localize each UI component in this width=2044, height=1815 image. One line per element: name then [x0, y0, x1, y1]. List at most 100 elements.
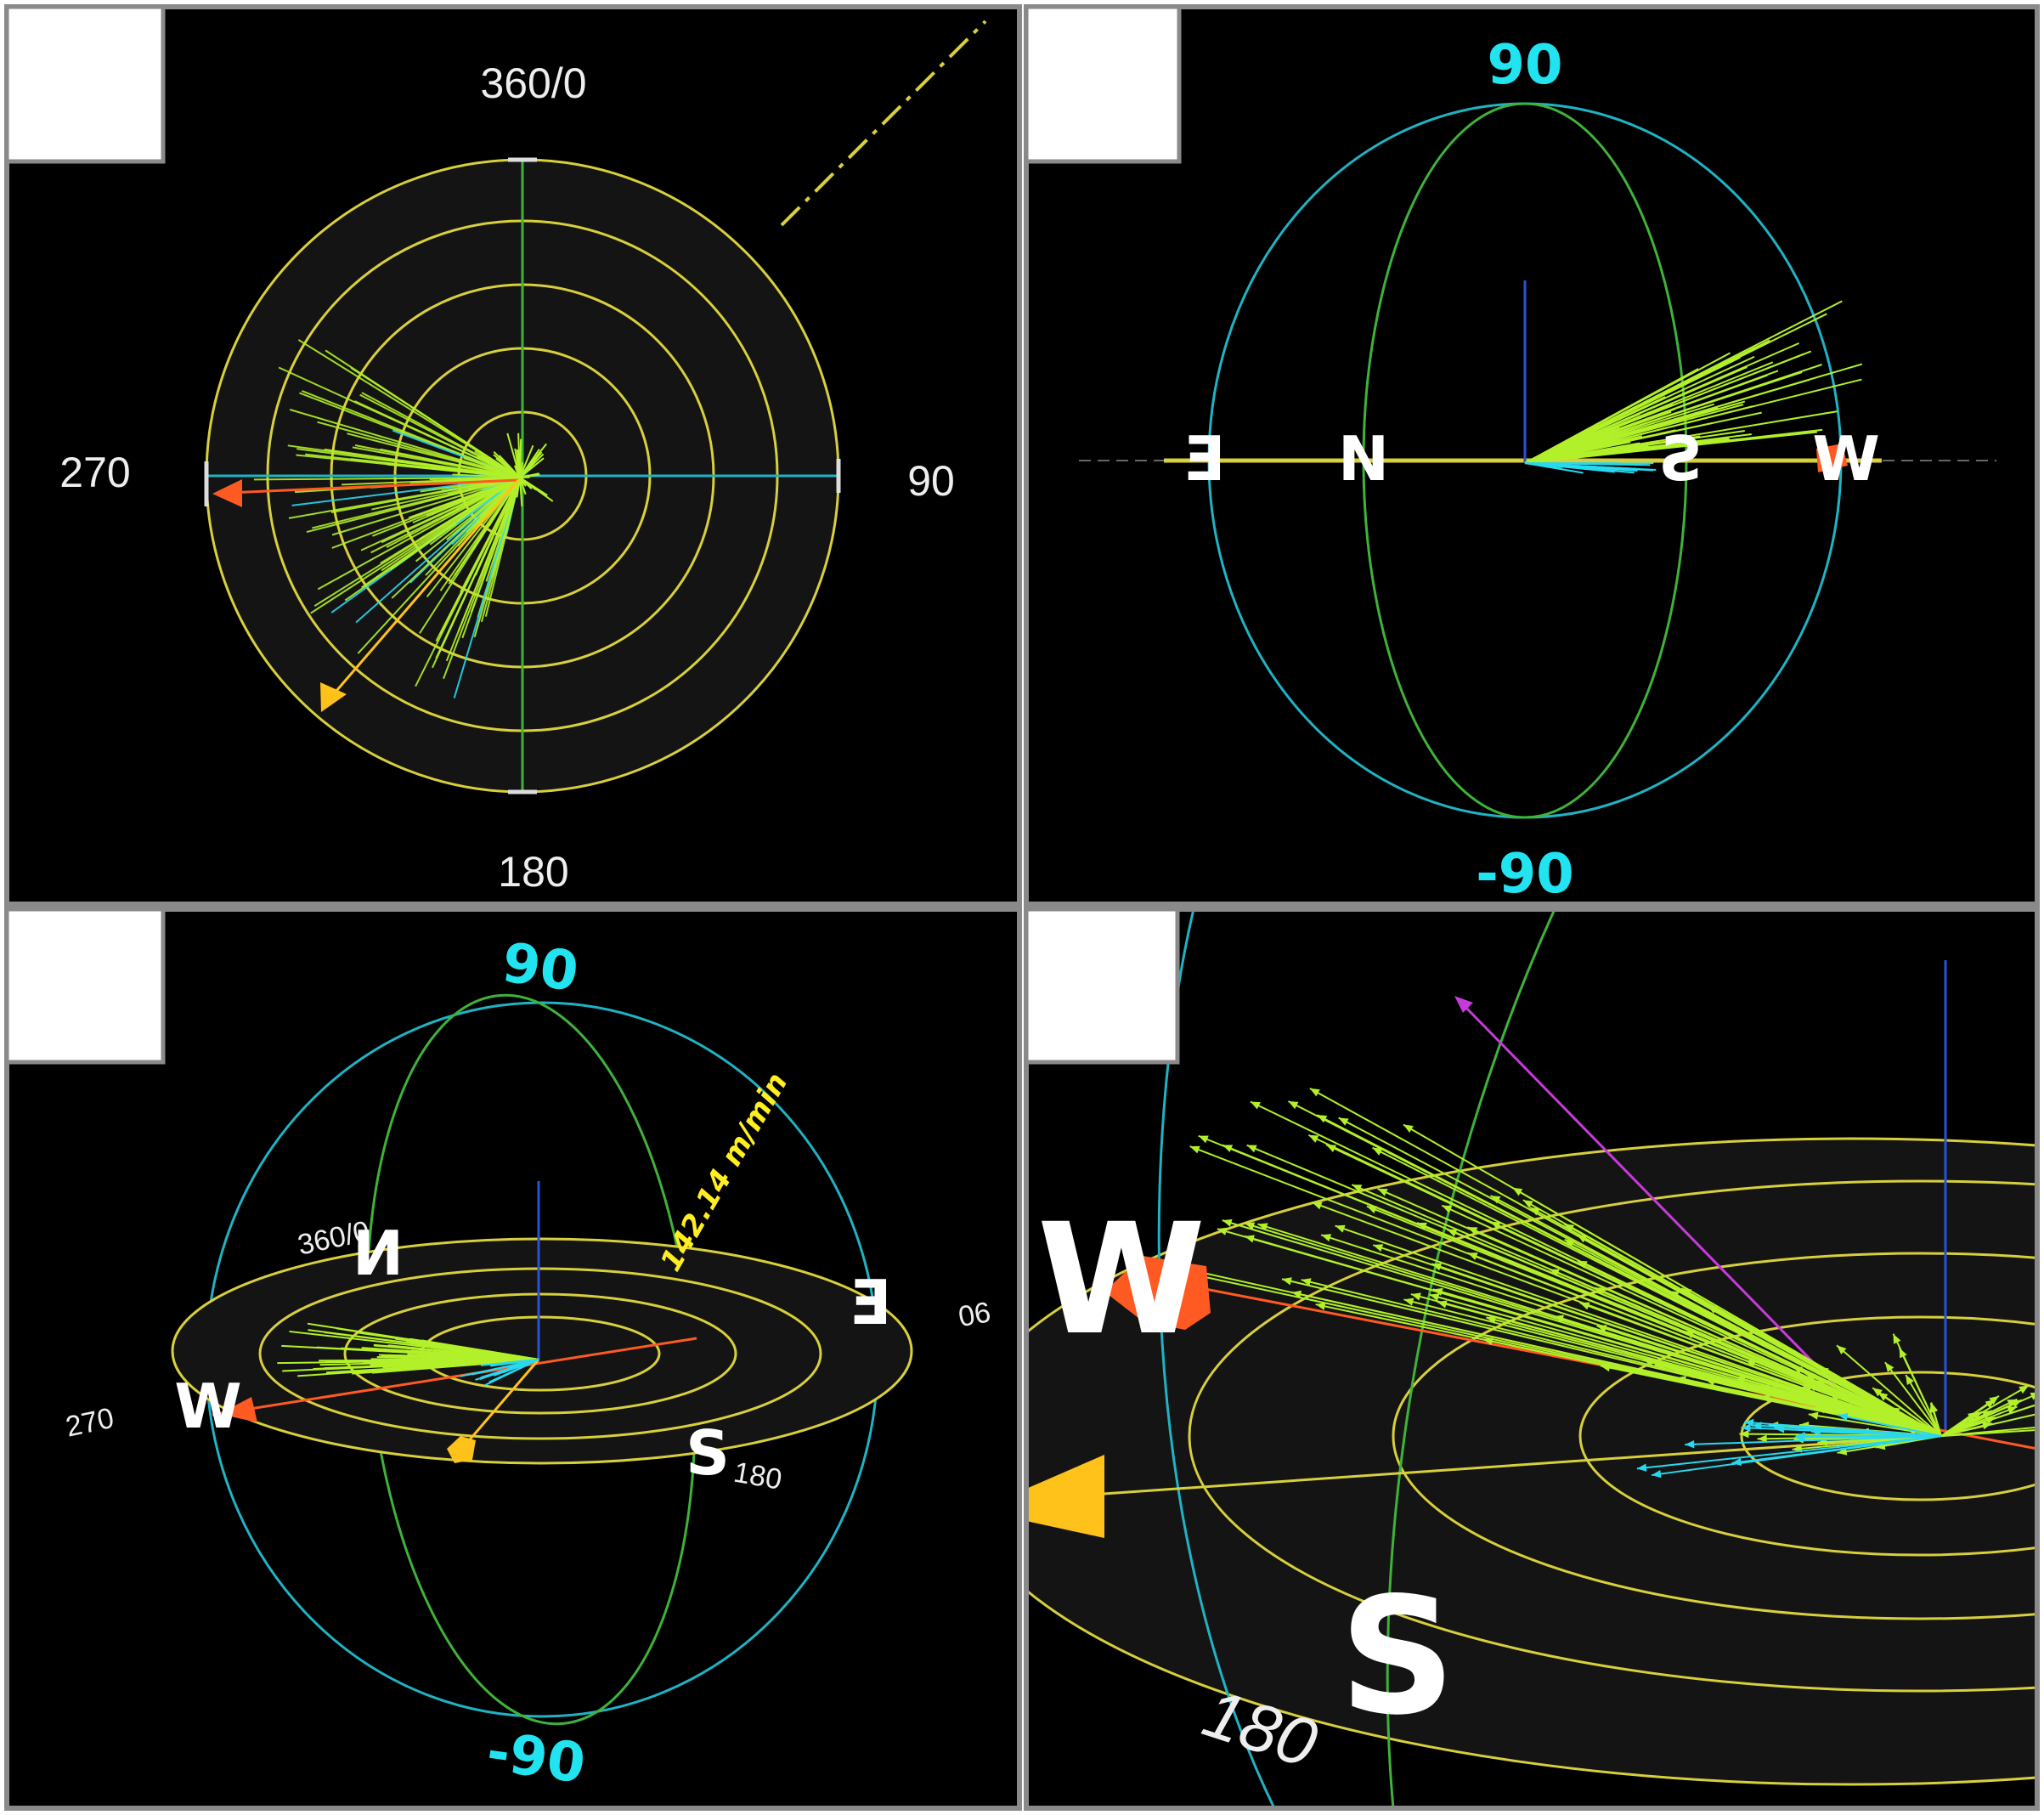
panel-c-letter-box	[4, 907, 166, 1065]
velocity-vector	[490, 1359, 539, 1367]
vector-arrowhead	[1819, 1399, 1830, 1408]
panel-b-sphere-side-view: b 90 -90 E N S W	[1024, 0, 2040, 907]
vector-arrowhead	[1512, 1187, 1523, 1196]
velocity-vector	[1836, 1344, 1942, 1437]
disk-ring	[1578, 1315, 2037, 1557]
vector-arrowhead	[1795, 1432, 1805, 1440]
velocity-vector	[484, 477, 521, 617]
velocity-vector	[519, 477, 537, 491]
velocity-vector	[1524, 462, 1657, 472]
disk-ring	[1392, 1252, 2037, 1620]
vector-arrowhead	[1968, 1411, 1978, 1421]
velocity-vector	[435, 477, 521, 642]
velocity-vector	[1877, 1391, 1942, 1437]
velocity-vector	[1940, 1428, 2037, 1437]
vector-arrowhead	[1705, 1377, 1716, 1386]
label-90-top: 90	[499, 931, 582, 1004]
panel-d-frame	[1024, 907, 2040, 1811]
velocity-vector	[1884, 1361, 1942, 1437]
vector-arrowhead	[1985, 1399, 1996, 1409]
vector-arrowhead	[1245, 1222, 1256, 1230]
vector-arrowhead	[1416, 1222, 1427, 1230]
vector-arrowhead	[1189, 1145, 1200, 1154]
vector-arrowhead	[1217, 1227, 1228, 1235]
velocity-vector	[1741, 1427, 1942, 1437]
vector-arrowhead	[1129, 1254, 1139, 1263]
velocity-vector	[1524, 368, 1699, 464]
velocity-vector	[360, 477, 521, 551]
velocity-vector	[1685, 1435, 1942, 1446]
velocity-vector	[310, 477, 521, 614]
vector-arrowhead	[1899, 1348, 1907, 1359]
panel-b-letter-box	[1024, 4, 1182, 164]
velocity-vectors	[277, 1322, 539, 1387]
label-90-top: 90	[1487, 34, 1562, 97]
velocity-vector	[1940, 1399, 2023, 1437]
velocity-vector	[1524, 364, 1822, 464]
panel-a-polar-plot: a 360/0 270 90 180	[4, 0, 1022, 907]
vector-arrowhead	[1793, 1366, 1804, 1375]
vector-arrowhead	[1372, 1147, 1383, 1156]
velocity-vector	[519, 477, 523, 507]
velocity-vector	[445, 477, 521, 662]
vector-arrowhead	[1815, 1380, 1826, 1388]
orange-marker	[1026, 1455, 1104, 1538]
vector-arrowhead	[1872, 1388, 1883, 1397]
vector-arrowhead	[1739, 1429, 1749, 1439]
vector-arrowhead	[2040, 1426, 2044, 1433]
velocity-vector	[519, 457, 545, 478]
label-w-mirrored: W	[1812, 423, 1879, 495]
velocity-vector	[1524, 462, 1615, 473]
vector-arrowhead	[1315, 1302, 1326, 1310]
vector-arrowhead	[1815, 1405, 1826, 1414]
velocity-vector	[382, 1359, 539, 1369]
velocity-vector	[448, 477, 521, 585]
vector-arrowhead	[1250, 1101, 1261, 1110]
velocity-vector	[297, 339, 521, 478]
vector-arrowhead	[2011, 1399, 2022, 1408]
vector-arrowhead	[1442, 1205, 1453, 1213]
vector-arrowhead	[1685, 1440, 1695, 1449]
velocity-vector	[1838, 1414, 1942, 1437]
mean-direction-line	[212, 1337, 697, 1416]
velocity-vector	[1830, 1405, 1942, 1437]
vector-arrowhead	[1301, 1278, 1312, 1286]
velocity-vector	[1524, 442, 1640, 464]
panel-letter-a: a	[37, 0, 134, 167]
label-s: S	[1340, 1563, 1456, 1750]
velocity-vector	[453, 477, 521, 698]
vector-arrowhead	[1366, 1206, 1377, 1214]
label-n: N	[1338, 423, 1389, 495]
velocity-vector	[1524, 431, 1817, 464]
magenta-vector	[1460, 1001, 1854, 1404]
velocity-vector	[517, 433, 521, 478]
panel-c-sphere-oblique-view: c 90 -90 142.14 m/min 360/0 N E 90 W 270…	[4, 895, 1022, 1811]
vector-arrowhead	[1651, 1469, 1662, 1479]
velocity-vector	[1335, 1224, 1942, 1437]
vector-arrowhead	[1810, 1428, 1821, 1436]
velocity-vector	[317, 477, 521, 591]
vector-arrowhead	[1308, 1134, 1319, 1143]
velocity-vector	[519, 477, 527, 495]
velocity-vector	[1940, 1413, 2037, 1437]
vector-arrowhead	[1838, 1413, 1849, 1422]
disk-ring	[1188, 1179, 2037, 1693]
label-90-oblique: 90	[956, 1295, 993, 1332]
vector-arrowhead	[1326, 1145, 1336, 1153]
resultant-line	[1078, 1434, 1938, 1497]
panel-a-letter-box	[4, 4, 166, 164]
resultant-line	[464, 1359, 540, 1445]
velocity-vector	[331, 477, 521, 536]
vector-arrowhead	[1757, 1434, 1767, 1443]
panel-d-zoomed-view: W S 180 d	[1024, 891, 2044, 1811]
label-minus-90: -90	[483, 1721, 590, 1796]
velocity-vector	[317, 421, 521, 478]
label-s: S	[686, 1417, 730, 1489]
vector-arrowhead	[1731, 1457, 1742, 1467]
panel-b-frame	[1024, 4, 2040, 907]
vector-arrowhead	[1549, 1269, 1560, 1277]
label-270: 270	[59, 449, 130, 496]
velocity-vector	[1309, 1088, 1942, 1437]
velocity-vector	[1898, 1347, 1942, 1437]
vector-arrowhead	[1312, 1202, 1323, 1210]
